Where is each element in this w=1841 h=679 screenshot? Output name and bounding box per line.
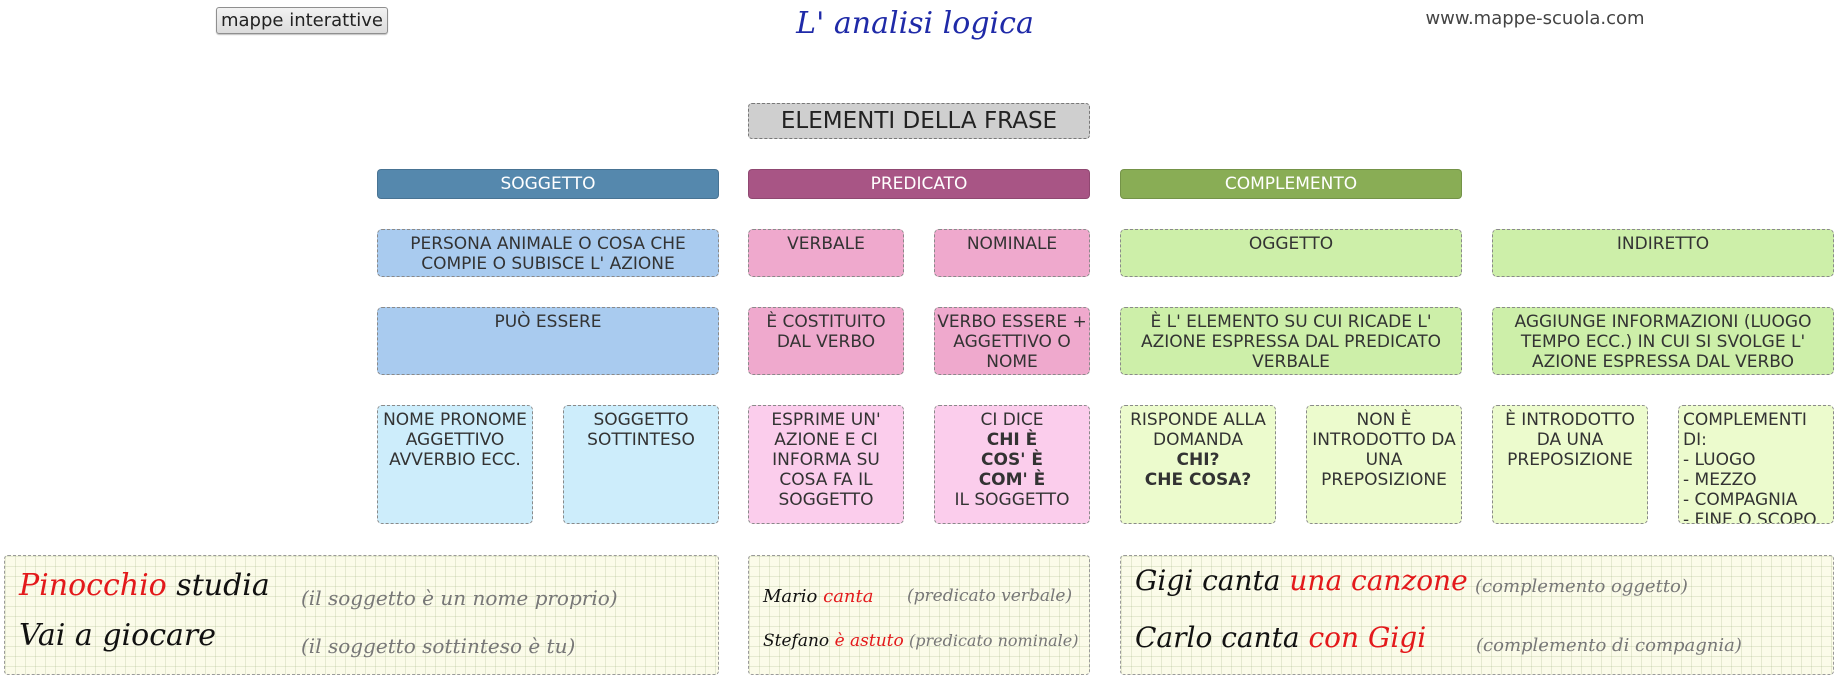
example-subject: Pinocchio — [19, 568, 167, 603]
example-subject: Mario — [763, 586, 818, 607]
soggetto-definition-node: PERSONA ANIMALE O COSA CHE COMPIE O SUBI… — [377, 229, 719, 277]
example-sentence: Mario canta — [763, 586, 873, 607]
predicato-nominale-node: NOMINALE — [934, 229, 1090, 277]
indiretto-preposition-node: È INTRODOTTO DA UNA PREPOSIZIONE — [1492, 405, 1648, 524]
example-rest: studia — [176, 568, 270, 603]
example-note: (complemento oggetto) — [1475, 576, 1688, 597]
example-note: (predicato nominale) — [909, 631, 1079, 650]
example-complement: con Gigi — [1308, 621, 1427, 654]
example-note: (complemento di compagnia) — [1476, 635, 1742, 656]
soggetto-type-node: NOME PRONOME AGGETTIVO AVVERBIO ECC. — [377, 405, 533, 524]
soggetto-puo-essere-node: PUÒ ESSERE — [377, 307, 719, 375]
complemento-header: COMPLEMENTO — [1120, 169, 1462, 199]
verbale-detail-node: ESPRIME UN' AZIONE E CI INFORMA SU COSA … — [748, 405, 904, 524]
soggetto-header: SOGGETTO — [377, 169, 719, 199]
nominale-detail-node: CI DICE CHI È COS' È COM' È IL SOGGETTO — [934, 405, 1090, 524]
complemento-oggetto-node: OGGETTO — [1120, 229, 1462, 277]
example-subject: Stefano — [763, 631, 830, 651]
indiretto-complementi-node: COMPLEMENTI DI: - LUOGO - MEZZO - COMPAG… — [1678, 405, 1834, 524]
example-main: Carlo canta — [1135, 621, 1300, 654]
predicato-examples-panel: Mario canta (predicato verbale) Stefano … — [748, 555, 1090, 675]
complementi-item: - LUOGO — [1683, 450, 1756, 470]
root-node: ELEMENTI DELLA FRASE — [748, 103, 1090, 139]
nominale-detail-line: COM' È — [978, 470, 1046, 490]
soggetto-examples-panel: Pinocchio studia (il soggetto è un nome … — [4, 555, 719, 675]
complemento-examples-panel: Gigi canta una canzone (complemento ogge… — [1120, 555, 1834, 675]
complementi-item: - MEZZO — [1683, 470, 1757, 490]
example-predicate: canta — [823, 586, 874, 607]
complementi-item: - COMPAGNIA — [1683, 490, 1798, 510]
complemento-indiretto-node: INDIRETTO — [1492, 229, 1834, 277]
page-title: L' analisi logica — [796, 6, 1034, 41]
predicato-header: PREDICATO — [748, 169, 1090, 199]
example-note: (il soggetto è un nome proprio) — [301, 586, 618, 610]
site-url-link[interactable]: www.mappe-scuola.com — [1425, 8, 1645, 29]
example-sentence: Pinocchio studia — [19, 568, 270, 603]
verbale-description-node: È COSTITUITO DAL VERBO — [748, 307, 904, 375]
complementi-title: COMPLEMENTI DI: — [1683, 410, 1807, 450]
example-sentence: Gigi canta una canzone — [1135, 564, 1468, 597]
predicato-verbale-node: VERBALE — [748, 229, 904, 277]
example-note: (il soggetto sottinteso è tu) — [301, 634, 576, 658]
oggetto-question-line: RISPONDE ALLA DOMANDA — [1130, 410, 1266, 450]
example-sentence: Vai a giocare — [19, 618, 216, 653]
oggetto-question-line: CHI? — [1176, 450, 1220, 470]
soggetto-sottinteso-node: SOGGETTO SOTTINTESO — [563, 405, 719, 524]
nominale-detail-line: CI DICE — [980, 410, 1044, 430]
oggetto-no-preposition-node: NON È INTRODOTTO DA UNA PREPOSIZIONE — [1306, 405, 1462, 524]
interactive-maps-button[interactable]: mappe interattive — [216, 7, 388, 34]
nominale-detail-line: CHI È — [986, 430, 1038, 450]
example-sentence: Stefano è astuto — [763, 631, 904, 651]
oggetto-question-line: CHE COSA? — [1144, 470, 1252, 490]
oggetto-question-node: RISPONDE ALLA DOMANDA CHI? CHE COSA? — [1120, 405, 1276, 524]
example-predicate: è astuto — [834, 631, 904, 651]
oggetto-description-node: È L' ELEMENTO SU CUI RICADE L' AZIONE ES… — [1120, 307, 1462, 375]
example-sentence: Carlo canta con Gigi — [1135, 621, 1426, 654]
nominale-detail-line: COS' È — [981, 450, 1043, 470]
example-note: (predicato verbale) — [907, 586, 1073, 606]
example-main: Gigi canta — [1135, 564, 1281, 597]
complementi-item: - FINE O SCOPO — [1683, 510, 1817, 524]
indiretto-description-node: AGGIUNGE INFORMAZIONI (LUOGO TEMPO ECC.)… — [1492, 307, 1834, 375]
nominale-detail-line: IL SOGGETTO — [954, 490, 1070, 510]
example-complement: una canzone — [1289, 564, 1468, 597]
nominale-description-node: VERBO ESSERE + AGGETTIVO O NOME — [934, 307, 1090, 375]
